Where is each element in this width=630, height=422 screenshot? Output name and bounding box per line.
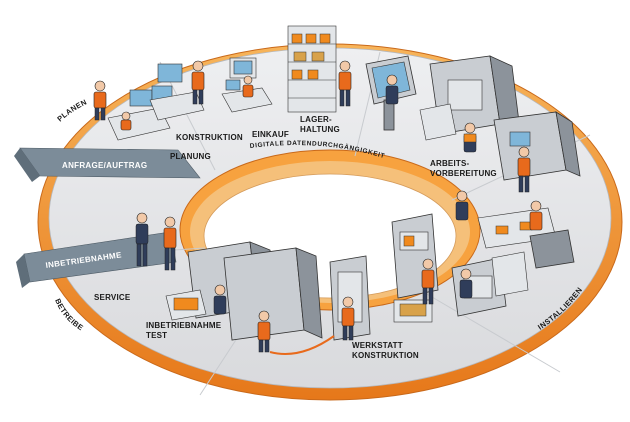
arbeitsvorbereitung-station (419, 55, 581, 193)
label-inbetriebnahme-1: INBETRIEBNAHME (146, 321, 222, 330)
terminal-station (365, 55, 417, 131)
planung-station (93, 60, 205, 141)
label-werkstatt-2: KONSTRUKTION (352, 351, 419, 360)
cabinet-station (329, 255, 371, 341)
label-planung: PLANUNG (170, 152, 211, 161)
label-service: SERVICE (94, 293, 131, 302)
installieren-station (451, 190, 575, 317)
label-lager-1: LAGER- (300, 115, 332, 124)
banner-anfrage: ANFRAGE/AUFTRAG (14, 147, 201, 182)
label-inbetriebnahme-2: TEST (146, 331, 167, 340)
phase-planen: PLANEN (55, 97, 88, 123)
label-werkstatt-1: WERKSTATT (352, 341, 403, 350)
label-lager-2: HALTUNG (300, 125, 340, 134)
einkauf-station (221, 57, 273, 113)
label-arbeits-1: ARBEITS- (430, 159, 470, 168)
lagerhaltung-station (287, 25, 352, 113)
service-station (135, 212, 177, 271)
label-einkauf: EINKAUF (252, 130, 289, 139)
label-arbeits-2: VORBEREITUNG (430, 169, 497, 178)
label-konstruktion: KONSTRUKTION (176, 133, 243, 142)
inbetriebnahme-test-station (165, 241, 335, 355)
phase-anfrage: ANFRAGE/AUFTRAG (62, 161, 147, 170)
werkstatt-station (391, 213, 439, 323)
